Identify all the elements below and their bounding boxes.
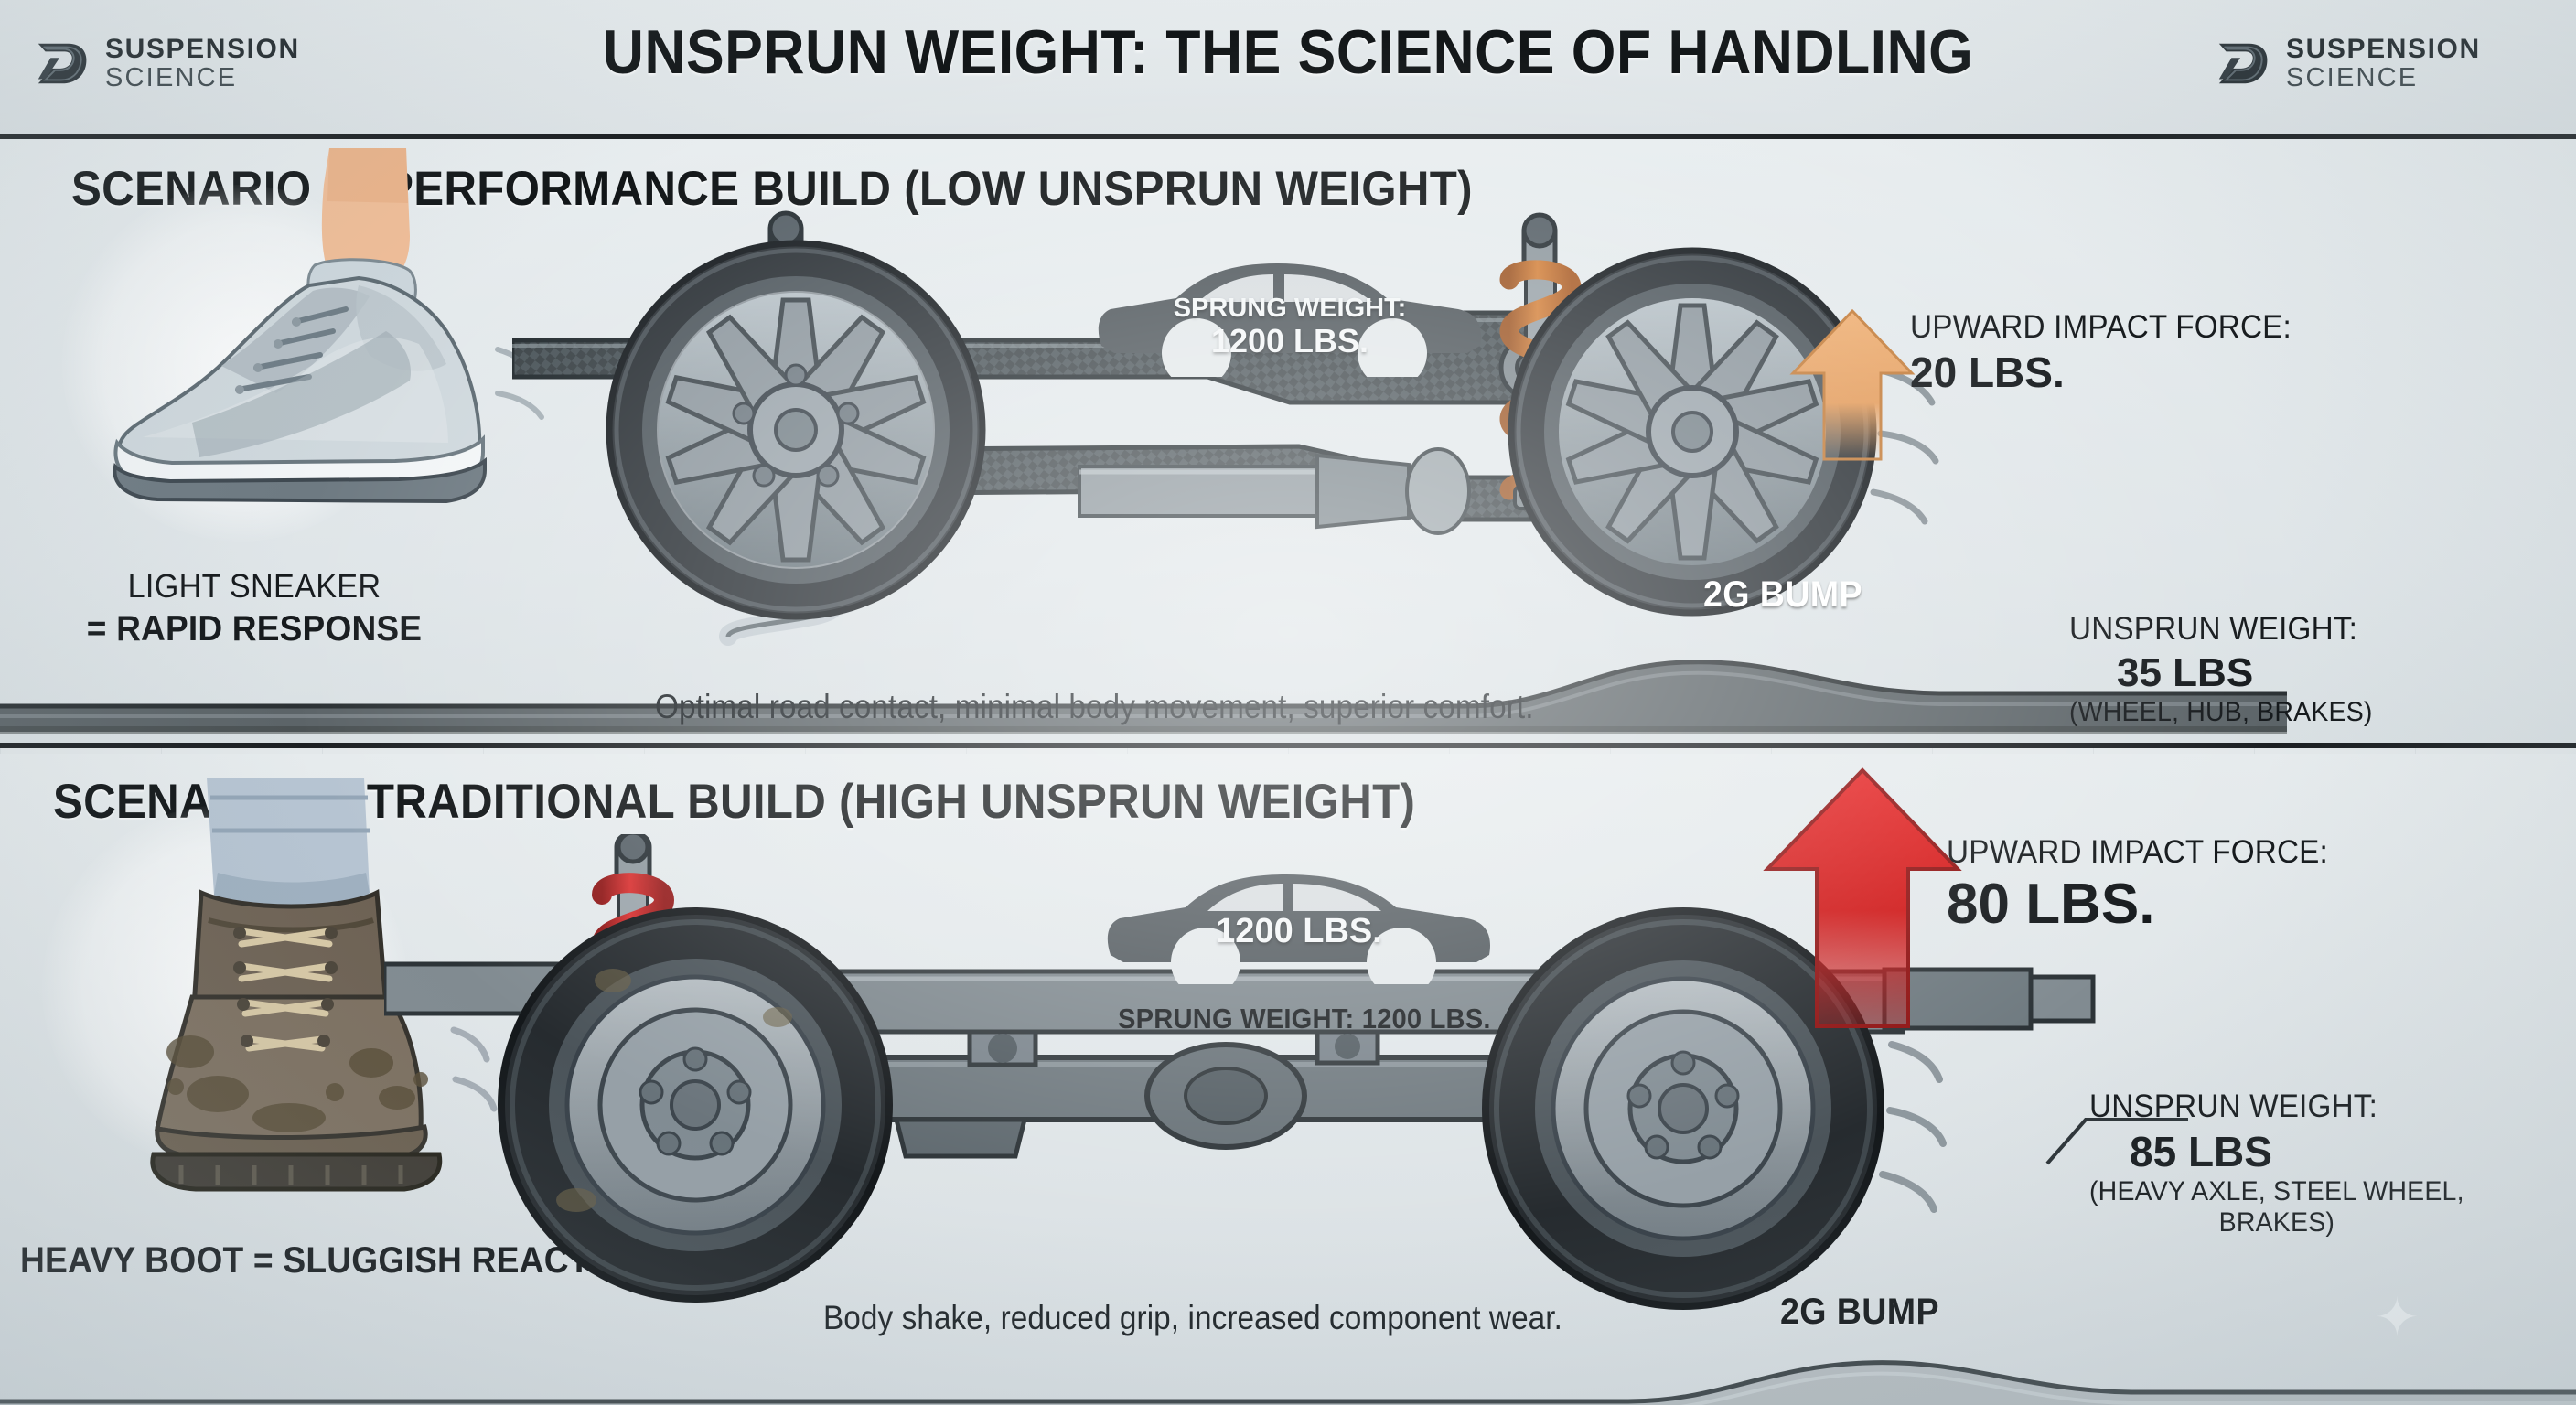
logo-line2: SCIENCE [105, 62, 238, 92]
sprung-weight-value-b: 1200 LBS. [1216, 912, 1382, 950]
car-silhouette-icon [1107, 874, 1490, 997]
performance-wheel-rear [1508, 247, 1939, 617]
scenario-a-panel: SCENARIO A: PERFORMANCE BUILD (LOW UNSPR… [0, 139, 2576, 748]
sneaker-caption: LIGHT SNEAKER = RAPID RESPONSE [53, 567, 456, 649]
logo-text: SUSPENSION SCIENCE [105, 35, 300, 91]
unsprung-weight-label-b: UNSPRUN WEIGHT: [2089, 1089, 2378, 1124]
unsprung-weight-detail-a: (WHEEL, HUB, BRAKES) [2069, 697, 2373, 727]
d-logo-icon [2218, 43, 2268, 84]
bump-label-a: 2G BUMP [1703, 574, 1862, 615]
work-boot-illustration [150, 778, 498, 1192]
logo-top-left: SUSPENSION SCIENCE [33, 35, 300, 91]
steel-wheel-front [498, 907, 893, 1303]
impact-arrow-a [1789, 308, 1916, 461]
unsprung-weight-label-a: UNSPRUN WEIGHT: [2069, 611, 2358, 647]
sprung-weight-label-a: SPRUNG WEIGHT: [1173, 294, 1407, 323]
road-surface-a [0, 660, 2287, 734]
sprung-weight-car-a: SPRUNG WEIGHT: 1200 LBS. [1089, 258, 1491, 388]
logo-top-right: SUSPENSION SCIENCE [2214, 35, 2481, 91]
bump-label-b: 2G BUMP [1780, 1292, 1939, 1332]
unsprung-weight-callout-a: UNSPRUN WEIGHT: 35 LBS (WHEEL, HUB, BRAK… [2069, 611, 2388, 728]
scenario-b-footer: Body shake, reduced grip, increased comp… [823, 1299, 1562, 1336]
logo-line1: SUSPENSION [2286, 34, 2481, 65]
performance-wheel-front [606, 240, 986, 620]
traditional-chassis-illustration [384, 834, 2096, 1310]
sparkle-icon: ✦ [2375, 1288, 2420, 1347]
logo-line2: SCIENCE [2286, 62, 2419, 92]
impact-force-value-b: 80 LBS. [1947, 873, 2155, 936]
impact-force-value-a: 20 LBS. [1910, 349, 2065, 396]
d-logo-icon [38, 43, 87, 84]
unsprung-weight-callout-b: UNSPRUN WEIGHT: 85 LBS (HEAVY AXLE, STEE… [2089, 1089, 2484, 1238]
sneaker-caption-line2: = RAPID RESPONSE [86, 609, 423, 649]
boot-caption: HEAVY BOOT = SLUGGISH REACTION [20, 1240, 698, 1282]
header-bar: UNSPRUN WEIGHT: THE SCIENCE OF HANDLING … [0, 0, 2576, 139]
unsprung-weight-value-a: 35 LBS [2117, 650, 2254, 695]
car-silhouette-icon [1098, 263, 1481, 388]
unsprung-weight-detail-b-line2: BRAKES) [2218, 1207, 2335, 1238]
impact-force-callout-b: UPWARD IMPACT FORCE: 80 LBS. [1947, 834, 2348, 933]
sprung-weight-value-a: 1200 LBS. [1210, 322, 1369, 359]
scenario-a-footer: Optimal road contact, minimal body movem… [655, 688, 1534, 725]
sprung-weight-car-b: 1200 LBS. [1098, 869, 1500, 997]
sneaker-illustration [113, 148, 544, 504]
impact-force-label-b: UPWARD IMPACT FORCE: [1947, 834, 2328, 870]
unsprung-leader-line-b [2045, 1118, 2188, 1165]
impact-arrow-b [1763, 767, 1962, 1028]
scenario-b-panel: SCENARIO B: TRADITIONAL BUILD (HIGH UNSP… [0, 754, 2576, 1405]
unsprung-weight-value-b: 85 LBS [2130, 1128, 2272, 1175]
performance-chassis-illustration [512, 210, 1939, 646]
boot-caption-text: HEAVY BOOT = SLUGGISH REACTION [20, 1240, 651, 1281]
unsprung-weight-detail-b-line1: (HEAVY AXLE, STEEL WHEEL, [2089, 1176, 2464, 1207]
logo-text: SUSPENSION SCIENCE [2286, 35, 2481, 91]
sprung-weight-label-b: SPRUNG WEIGHT: 1200 LBS. [1118, 1003, 1491, 1035]
road-surface-b [0, 1360, 2576, 1405]
page-title: UNSPRUN WEIGHT: THE SCIENCE OF HANDLING [602, 17, 1974, 87]
impact-force-label-a: UPWARD IMPACT FORCE: [1910, 309, 2292, 345]
steel-wheel-rear [1482, 907, 1947, 1310]
impact-force-callout-a: UPWARD IMPACT FORCE: 20 LBS. [1910, 309, 2312, 393]
sneaker-caption-line1: LIGHT SNEAKER [127, 567, 381, 605]
logo-line1: SUSPENSION [105, 34, 300, 65]
